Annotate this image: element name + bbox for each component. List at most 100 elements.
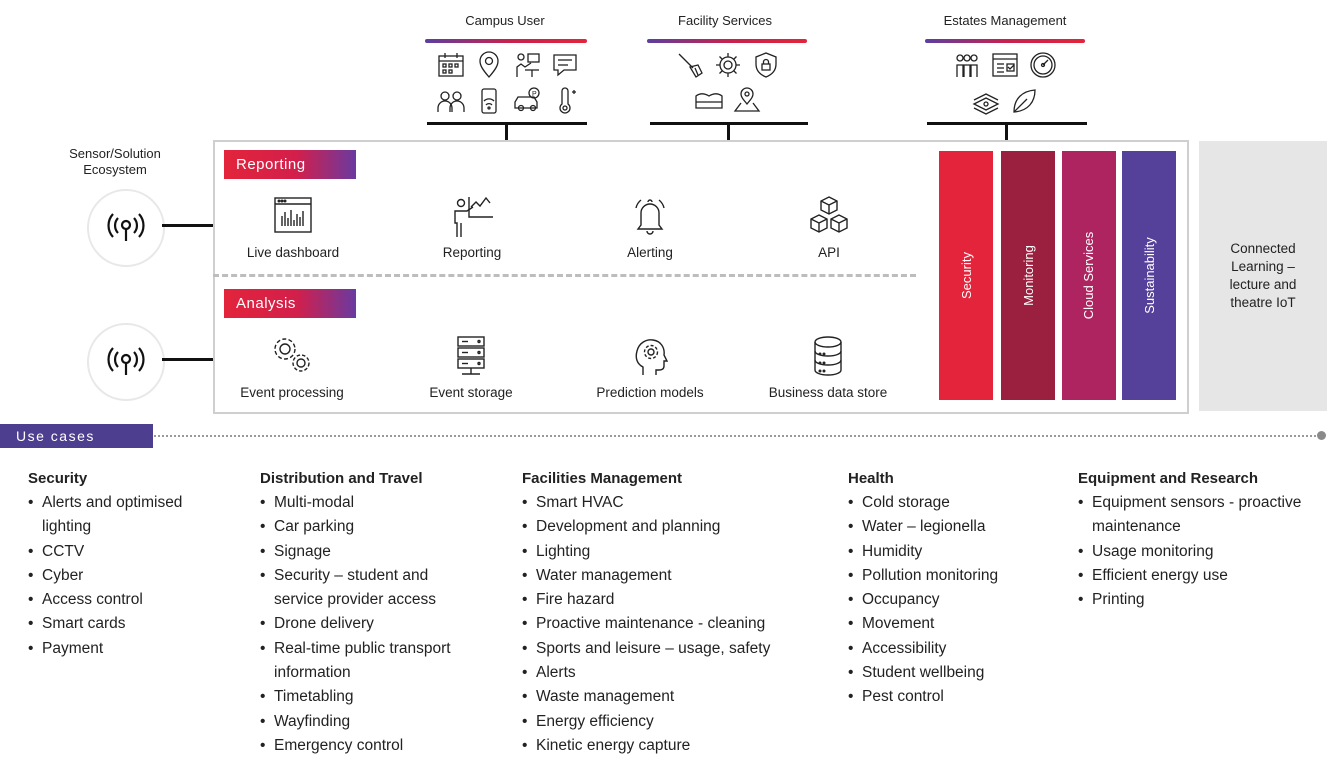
list-item: Accessibility bbox=[848, 637, 1048, 661]
use-case-list: Cold storage Water – legionella Humidity… bbox=[848, 491, 1048, 710]
head-gear-icon bbox=[635, 339, 669, 375]
database-icon bbox=[814, 336, 842, 376]
gears-icon bbox=[274, 338, 310, 372]
list-item: Alerts and optimised lighting bbox=[28, 491, 228, 540]
capability-alerting: Alerting bbox=[575, 193, 725, 260]
capability-label: Business data store bbox=[768, 385, 888, 400]
cubes-icon bbox=[810, 196, 848, 233]
gradient-bar bbox=[647, 39, 807, 43]
list-item: Alerts bbox=[522, 661, 812, 685]
list-item: Pest control bbox=[848, 685, 1048, 709]
connector-line bbox=[727, 122, 730, 140]
connector-line bbox=[505, 122, 508, 140]
use-case-heading: Facilities Management bbox=[522, 470, 683, 487]
list-item: Access control bbox=[28, 588, 228, 612]
list-item: Water management bbox=[522, 564, 812, 588]
bell-icon bbox=[635, 199, 665, 235]
connector-line bbox=[1005, 122, 1008, 140]
list-item: Development and planning bbox=[522, 515, 812, 539]
presentation-chart-icon bbox=[454, 196, 493, 237]
use-case-column-equipment-research: Equipment and Research Equipment sensors… bbox=[1078, 470, 1318, 612]
list-item: CCTV bbox=[28, 540, 228, 564]
location-pin-icon bbox=[478, 51, 499, 78]
sensor-hub bbox=[87, 189, 165, 267]
use-case-heading: Equipment and Research bbox=[1078, 470, 1259, 487]
list-item: Emergency control bbox=[260, 734, 475, 758]
use-cases-tag: Use cases bbox=[0, 424, 153, 448]
use-case-list: Multi-modal Car parking Signage Security… bbox=[260, 491, 475, 758]
list-item: Waste management bbox=[522, 685, 812, 709]
capability-event-processing: Event processing bbox=[217, 333, 367, 400]
capability-event-storage: Event storage bbox=[396, 333, 546, 400]
list-item: Occupancy bbox=[848, 588, 1048, 612]
speedometer-icon bbox=[1030, 52, 1056, 78]
list-item: Multi-modal bbox=[260, 491, 475, 515]
analysis-tag: Analysis bbox=[224, 289, 356, 318]
svg-text:P: P bbox=[532, 91, 537, 98]
chat-message-icon bbox=[552, 54, 577, 77]
use-case-column-facilities-management: Facilities Management Smart HVAC Develop… bbox=[522, 470, 812, 758]
capability-label: Event processing bbox=[240, 385, 344, 400]
stakeholder-title: Campus User bbox=[465, 13, 545, 28]
use-case-list: Equipment sensors - proactive maintenanc… bbox=[1078, 491, 1318, 612]
connector-line bbox=[162, 358, 214, 361]
use-case-column-security: Security Alerts and optimised lighting C… bbox=[28, 470, 228, 661]
use-case-heading: Health bbox=[848, 470, 894, 487]
list-item: Sports and leisure – usage, safety bbox=[522, 637, 781, 661]
money-stack-icon bbox=[972, 93, 1000, 115]
list-item: Proactive maintenance - cleaning bbox=[522, 612, 812, 636]
gradient-bar bbox=[425, 39, 587, 43]
list-item: Payment bbox=[28, 637, 228, 661]
capability-label: Prediction models bbox=[596, 385, 704, 400]
hvac-unit-icon bbox=[694, 93, 723, 109]
use-case-column-distribution-travel: Distribution and Travel Multi-modal Car … bbox=[260, 470, 475, 758]
gradient-bar bbox=[925, 39, 1085, 43]
connected-learning-label: Connected Learning – lecture and theatre… bbox=[1229, 241, 1297, 310]
use-cases-line bbox=[154, 435, 1320, 437]
stakeholder-title: Estates Management bbox=[943, 13, 1067, 28]
list-item: Smart cards bbox=[28, 612, 228, 636]
sensor-hub bbox=[87, 323, 165, 401]
lecture-presenter-icon bbox=[515, 53, 540, 77]
list-item: Printing bbox=[1078, 588, 1318, 612]
list-item: Water – legionella bbox=[848, 515, 1048, 539]
antenna-signal-icon bbox=[107, 347, 145, 375]
list-item: Cold storage bbox=[848, 491, 1048, 515]
capability-api: API bbox=[754, 193, 904, 260]
antenna-signal-icon bbox=[107, 213, 145, 241]
pillar-label: Security bbox=[958, 252, 974, 299]
ecosystem-label: Sensor/Solution Ecosystem bbox=[69, 146, 161, 177]
capability-label: Event storage bbox=[429, 385, 513, 400]
icon-group: P bbox=[430, 50, 585, 116]
list-item: Real-time public transport information bbox=[260, 637, 475, 686]
list-item: Movement bbox=[848, 612, 1048, 636]
mobile-wifi-icon bbox=[480, 88, 497, 114]
list-item: Student wellbeing bbox=[848, 661, 1048, 685]
pillar-cloud-services: Cloud Services bbox=[1062, 151, 1116, 400]
pillar-monitoring: Monitoring bbox=[1001, 151, 1055, 400]
thermometer-icon bbox=[558, 87, 576, 114]
pillar-sustainability: Sustainability bbox=[1122, 151, 1176, 400]
checklist-form-icon bbox=[992, 53, 1018, 77]
use-case-heading: Distribution and Travel bbox=[260, 470, 423, 487]
capability-label: Live dashboard bbox=[246, 245, 340, 260]
dashboard-icon bbox=[274, 197, 312, 233]
section-divider bbox=[213, 274, 916, 277]
icon-group bbox=[660, 50, 795, 116]
list-item: Cyber bbox=[28, 564, 228, 588]
connected-learning-panel: Connected Learning – lecture and theatre… bbox=[1199, 141, 1327, 411]
list-item: Usage monitoring bbox=[1078, 540, 1318, 564]
map-location-icon bbox=[733, 87, 760, 112]
list-item: Pollution monitoring bbox=[848, 564, 1048, 588]
capability-label: Reporting bbox=[442, 245, 502, 260]
list-item: Efficient energy use bbox=[1078, 564, 1318, 588]
list-item: Car parking bbox=[260, 515, 475, 539]
list-item: Drone delivery bbox=[260, 612, 475, 636]
cleaning-broom-icon bbox=[678, 53, 703, 78]
line-end-dot bbox=[1317, 431, 1326, 440]
capability-reporting: Reporting bbox=[397, 193, 547, 260]
gear-icon bbox=[715, 53, 740, 77]
leaf-icon bbox=[1013, 89, 1036, 113]
capability-live-dashboard: Live dashboard bbox=[218, 193, 368, 260]
calendar-icon bbox=[437, 53, 464, 77]
